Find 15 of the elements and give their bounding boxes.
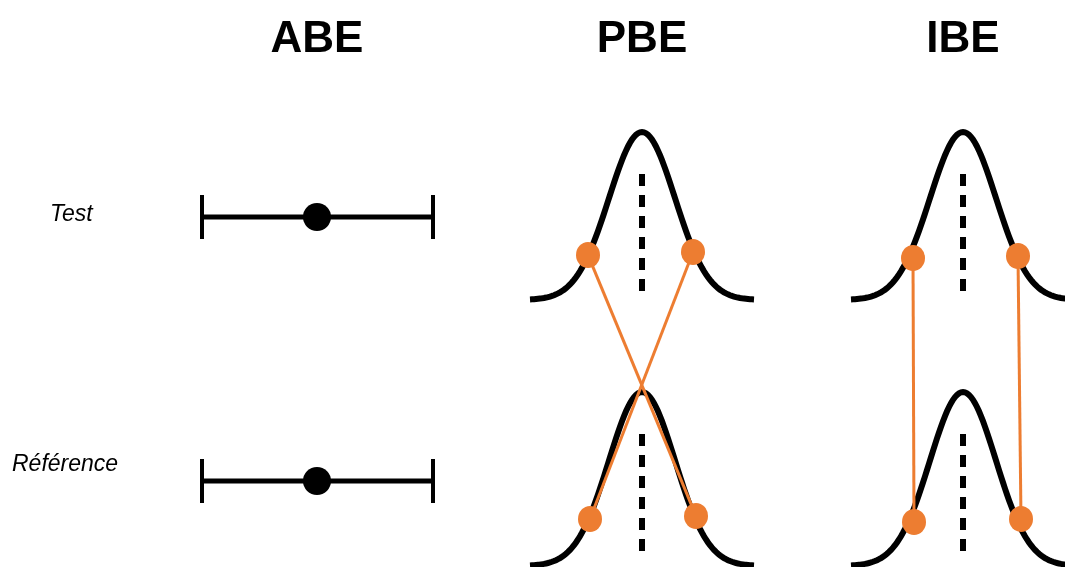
data-point-marker — [684, 503, 708, 529]
column-title: ABE — [270, 12, 364, 62]
column-title: PBE — [596, 12, 688, 62]
row-label: Test — [50, 200, 93, 227]
data-point-marker — [902, 509, 926, 535]
data-point-marker — [1009, 506, 1033, 532]
data-point-marker — [681, 239, 705, 265]
row-label: Référence — [12, 450, 119, 477]
data-point-marker — [1006, 243, 1030, 269]
column-title: IBE — [926, 12, 1000, 62]
connector-line — [911, 270, 916, 510]
connector-line — [1016, 268, 1023, 507]
data-point-marker — [578, 506, 602, 532]
data-point-marker — [576, 242, 600, 268]
data-point-marker — [901, 245, 925, 271]
